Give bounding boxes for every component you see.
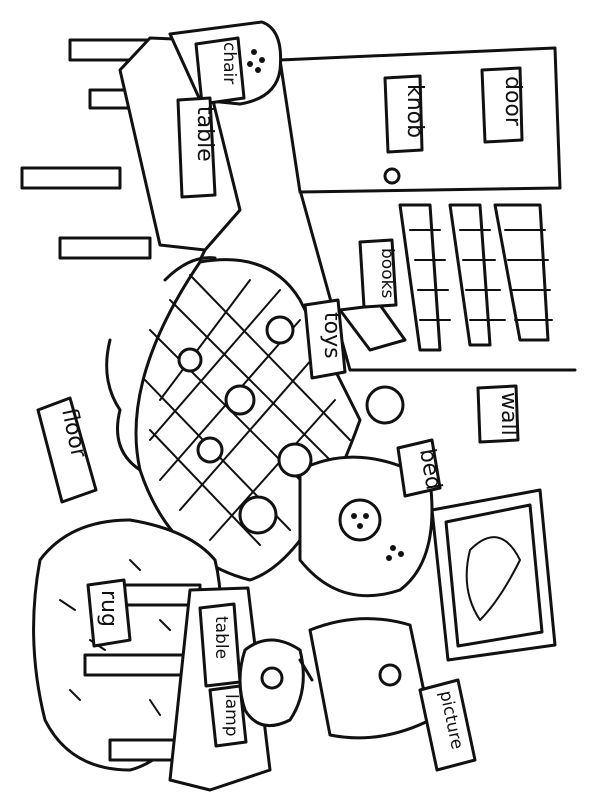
label-card-rug: rug (86, 578, 132, 648)
label-card-toys: toys (303, 298, 347, 380)
teddy-bear (298, 455, 434, 598)
label-card-table-top: table (176, 96, 217, 199)
label-card-door: door (480, 66, 525, 144)
label-door: door (500, 76, 525, 127)
label-card-chair: chair (194, 36, 246, 106)
toys (238, 303, 407, 535)
label-card-bed: bed (396, 438, 446, 498)
label-wall: wall (496, 392, 521, 436)
label-table-bottom: table (211, 616, 231, 659)
bookshelf (398, 203, 553, 352)
wall-floor-line (298, 188, 577, 372)
label-card-table-bottom: table (198, 602, 242, 688)
label-card-floor: floor (36, 396, 98, 504)
label-toys: toys (319, 312, 344, 359)
label-books: books (377, 248, 397, 298)
label-lamp: lamp (221, 694, 241, 737)
label-card-picture: picture (418, 678, 477, 772)
label-card-lamp: lamp (208, 684, 248, 748)
label-card-knob: knob (383, 74, 427, 154)
label-chair: chair (219, 42, 239, 84)
table-top-group (20, 20, 283, 262)
label-rug: rug (96, 590, 121, 627)
label-card-books: books (358, 238, 398, 309)
door-knob-shape (383, 167, 401, 185)
picture-frame (430, 488, 557, 662)
label-knob: knob (402, 84, 427, 138)
label-table-top: table (192, 106, 217, 162)
label-card-wall: wall (476, 384, 521, 444)
lamp (238, 617, 432, 740)
